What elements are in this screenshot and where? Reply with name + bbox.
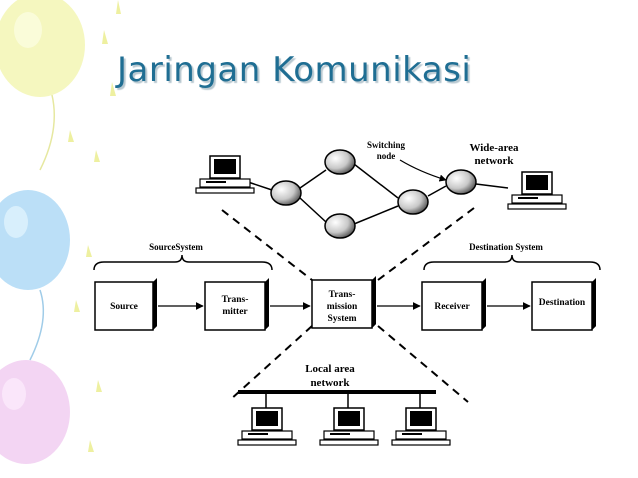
wan-label-line2: network bbox=[474, 155, 514, 167]
receiver-box: Receiver bbox=[421, 278, 486, 331]
lan-bus bbox=[238, 390, 436, 394]
dashed-separators bbox=[221, 207, 475, 403]
balloon-blue-icon bbox=[0, 190, 70, 361]
wan-links bbox=[247, 163, 509, 225]
transmission-system-box: Trans- mission System bbox=[311, 276, 376, 329]
source-system-label: SourceSystem bbox=[149, 242, 203, 252]
transmission-label-line2: mission bbox=[327, 302, 358, 312]
transmission-label-line1: Trans- bbox=[329, 290, 356, 300]
receiver-label: Receiver bbox=[434, 302, 470, 312]
transmitter-box: Trans- mitter bbox=[204, 278, 269, 331]
transmission-label-line3: System bbox=[327, 314, 356, 324]
slide-title: Jaringan Komunikasi bbox=[117, 50, 472, 90]
switching-node-pointer bbox=[399, 159, 447, 182]
destination-system-label: Destination System bbox=[469, 242, 543, 252]
transmitter-label-line2: mitter bbox=[222, 307, 248, 317]
wan-label-line1: Wide-area bbox=[469, 142, 519, 154]
switching-node-icon bbox=[397, 189, 429, 215]
lan-computer-1-icon bbox=[237, 407, 297, 446]
balloon-yellow-icon bbox=[0, 0, 85, 171]
destination-box: Destination bbox=[531, 278, 596, 331]
lan-computer-3-icon bbox=[391, 407, 451, 446]
wan-computer-right-icon bbox=[507, 171, 567, 210]
source-label: Source bbox=[110, 302, 138, 312]
source-box: Source bbox=[94, 278, 157, 331]
switching-node-icon bbox=[270, 180, 302, 206]
switching-node-icon bbox=[445, 169, 477, 195]
destination-system-brace bbox=[423, 254, 601, 271]
lan-label-line2: network bbox=[310, 377, 350, 389]
balloon-pink-icon bbox=[0, 360, 70, 464]
wan-computer-left-icon bbox=[195, 155, 255, 194]
transmitter-label-line1: Trans- bbox=[222, 295, 249, 305]
lan-label-line1: Local area bbox=[305, 363, 355, 375]
switching-node-icon bbox=[324, 149, 356, 175]
lan-computer-2-icon bbox=[319, 407, 379, 446]
sparkle-icons bbox=[68, 0, 121, 452]
switching-node-icon bbox=[324, 213, 356, 239]
switching-node-label-line1: Switching bbox=[367, 140, 406, 150]
destination-label: Destination bbox=[539, 298, 586, 308]
switching-nodes bbox=[270, 149, 477, 239]
switching-node-label-line2: node bbox=[377, 151, 396, 161]
source-system-brace bbox=[93, 254, 273, 271]
